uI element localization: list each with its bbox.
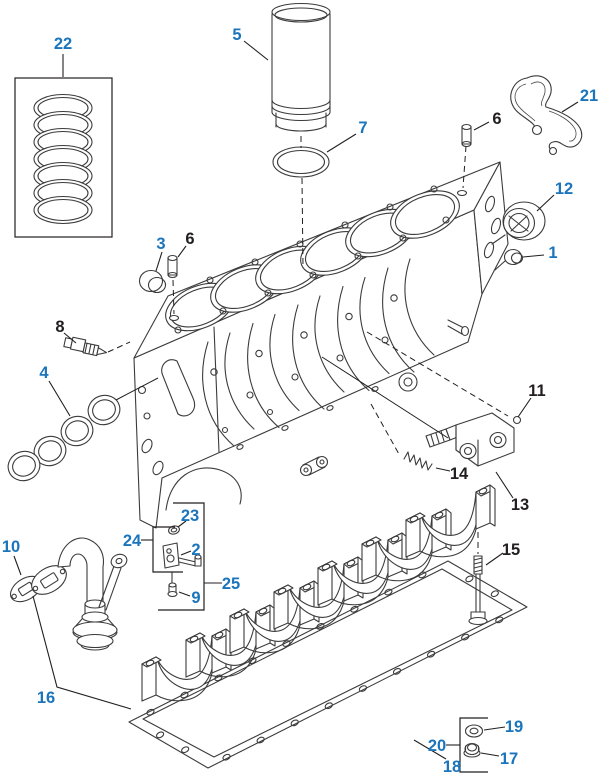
cup-plug-rear [503,248,524,266]
callout-6: 6 [492,110,501,128]
callout-13: 13 [511,496,529,514]
callout-leader-3 [155,251,163,272]
rear-cover-gasket [510,75,583,156]
callout-leader-7 [326,133,357,153]
suction-tube [31,537,128,651]
callout-5[interactable]: 5 [232,26,241,44]
callout-leader-5 [243,40,269,61]
callout-leader-15 [485,552,504,566]
oil-pan-gasket [128,560,528,769]
ring-set-box [14,77,113,238]
callout-leader-10 [13,555,22,576]
dowel-pin-left [167,254,178,279]
callout-10[interactable]: 10 [2,538,20,556]
hardware-bracket-24 [152,526,183,573]
callout-leader-21 [561,101,579,113]
callout-leader-11 [517,397,532,418]
rear-face-slots [483,195,502,259]
guide-line-6 [370,403,401,457]
liner-o-ring [272,146,330,178]
dowel-pin-right [461,123,472,148]
callout-21[interactable]: 21 [580,87,598,105]
crankcase-webs [202,258,435,447]
nut [463,742,481,758]
sensor-fitting [63,336,108,357]
callout-3[interactable]: 3 [156,235,165,253]
callout-4[interactable]: 4 [39,364,49,382]
callout-leader-9 [178,591,191,597]
callout-leader-12 [536,194,555,212]
guide-line-0 [462,145,467,189]
callout-1[interactable]: 1 [548,244,557,262]
callout-9[interactable]: 9 [191,589,200,607]
cylinder-liner [271,2,331,132]
callout-2[interactable]: 2 [191,541,200,559]
callout-6: 6 [185,230,194,248]
guide-line-2 [107,341,131,353]
callout-18[interactable]: 18 [443,758,461,776]
callout-7[interactable]: 7 [358,119,367,137]
guide-line-9 [115,377,159,401]
callout-16[interactable]: 16 [37,689,55,707]
callout-15: 15 [502,541,520,559]
retaining-pin [167,582,178,598]
callout-leader-16 [32,595,132,710]
guide-line-5 [366,331,509,417]
callout-leader-14 [435,467,451,472]
guide-line-4 [301,177,304,269]
callout-8: 8 [55,318,64,336]
clip-bracket [162,542,202,584]
callout-17[interactable]: 17 [500,750,518,768]
callout-12[interactable]: 12 [555,180,573,198]
grommet [168,525,180,535]
front-face-details [137,326,242,511]
head-bolt-holes [174,185,450,334]
callout-leader-1 [522,254,545,258]
callout-leader-8 [63,332,77,344]
callout-22[interactable]: 22 [54,35,72,53]
dowel-hole-right [456,189,468,197]
guide-line-8 [321,356,449,439]
callout-20[interactable]: 20 [428,737,446,755]
check-ball [512,415,522,425]
callout-14: 14 [450,465,469,483]
washer [464,724,484,738]
callout-19[interactable]: 19 [505,718,523,736]
callout-leader-19 [483,726,506,731]
callout-leader-2 [180,550,192,556]
callout-23[interactable]: 23 [181,507,199,525]
stud-bolt [468,555,488,626]
piston-ring-set [33,93,93,225]
nozzle-spring [403,451,433,471]
piston-cooling-nozzle [425,412,515,467]
callout-labels: 1234566789101112131415161718192021222324… [2,26,598,776]
callout-11: 11 [528,382,545,400]
rear-seal-ring [491,201,546,271]
dowel-hole-left [168,314,180,322]
cup-plug-front [138,269,167,294]
callout-leader-18 [413,739,447,760]
callout-25[interactable]: 25 [222,575,240,593]
callout-24[interactable]: 24 [123,532,142,550]
dipstick-link [299,455,329,477]
callout-leader-6 [473,121,490,131]
gasket-bolt-holes [146,571,504,761]
callout-leader-6 [177,245,187,258]
callout-leader-17 [480,752,500,757]
callout-leader-23 [177,520,187,528]
hardware-bracket-25 [158,502,205,611]
rear-dowel-tube [447,319,470,337]
callout-leader-4 [48,380,71,417]
guide-line-1 [172,279,175,315]
installation-guide-lines [107,136,509,554]
cam-bushing-set [7,394,121,482]
callout-leader-13 [495,471,514,499]
engine-block [133,161,509,529]
cylinder-bores [165,190,460,332]
